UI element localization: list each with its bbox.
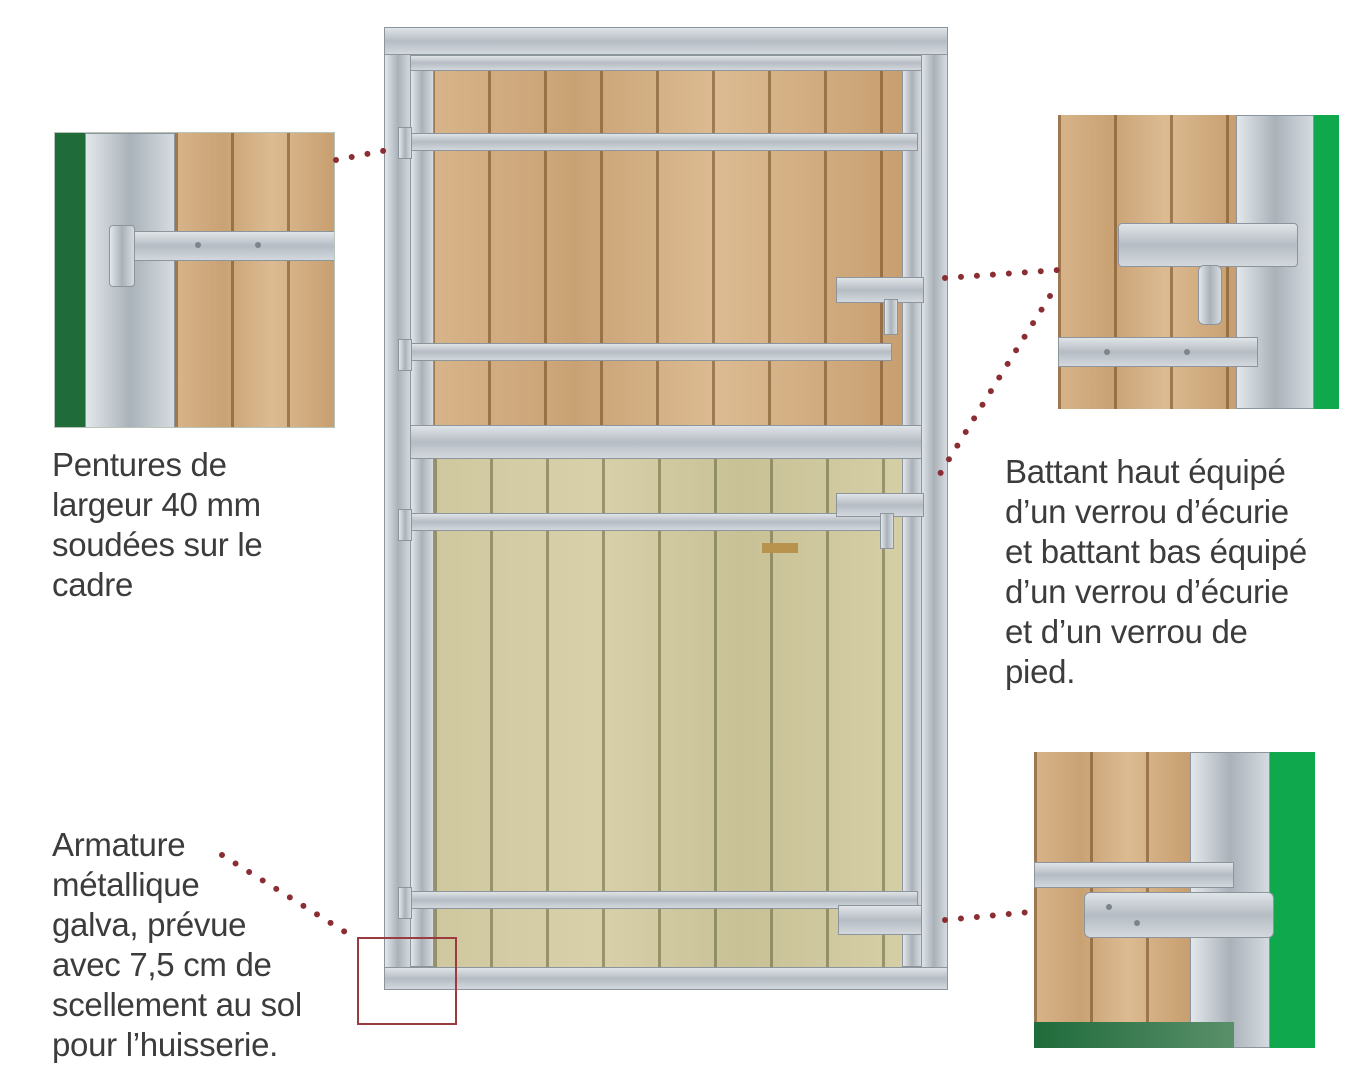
foot-bolt-icon [838,905,922,935]
stable-bolt-detail-photo [1058,115,1339,409]
frame-caption: Armature métallique galva, prévue avec 7… [52,826,302,1063]
stable-bolt-icon [836,277,924,303]
ground-sealing-highlight [357,937,457,1025]
green-edge [1270,752,1315,1048]
upper-leaf-planks [432,69,906,449]
door-frame-top [384,27,948,55]
stable-bolt-callout-line [942,267,1061,281]
hinge-detail-strap [115,231,334,261]
foot-bolt-callout-line [942,909,1033,923]
frame-callout-line [219,852,353,938]
hinge-icon [109,225,135,287]
leaf-rail-top [410,55,922,71]
hinge-caption: Pentures de largeur 40 mm soudées sur le… [52,446,263,603]
brass-plate [762,543,798,553]
hinge-detail-planks [175,133,334,427]
stable-bolt-icon [1198,265,1222,325]
hinge-detail-strap [1058,337,1258,367]
green-edge [55,133,85,427]
foot-bolt-detail-photo [1034,752,1315,1048]
hinge-icon [398,509,412,541]
stable-bolt-icon [880,513,894,549]
door-frame-left [384,27,412,990]
locks-caption: Battant haut équipé d’un verrou d’écurie… [1005,453,1307,690]
hinge-callout-line [333,145,401,163]
green-edge [1314,115,1339,409]
leaf-rail-middle [410,425,922,459]
foot-detail-rail [1034,862,1234,888]
green-floor [1034,1022,1234,1048]
hinge-icon [398,339,412,371]
hinge-icon [398,127,412,159]
foot-bolt-icon [1084,892,1274,938]
stable-door [384,27,948,990]
stable-bolt-icon [884,299,898,335]
hinge-icon [398,887,412,919]
door-frame-bottom [384,967,948,990]
hinge-detail-photo [54,132,335,428]
lower-leaf-planks [434,459,906,967]
